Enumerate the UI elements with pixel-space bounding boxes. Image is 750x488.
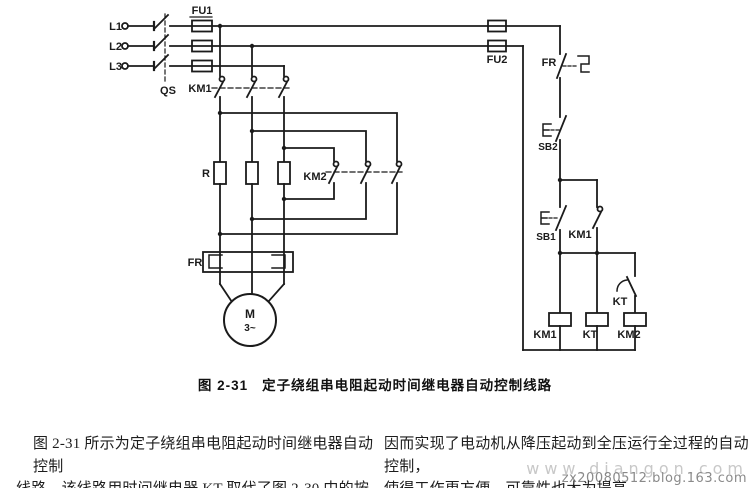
resistor-label: R <box>202 168 210 180</box>
fu1-fuses <box>189 16 213 73</box>
phase-label-l3: L3 <box>109 61 122 73</box>
motor-phase-label: 3~ <box>244 323 256 334</box>
phase-bus-lines <box>169 25 561 351</box>
watermark-site: www.diangon.com <box>526 459 748 478</box>
fr-thermal-heater <box>202 251 294 273</box>
circuit-diagram: L1 L2 L3 QS FU1 FU2 KM1 R KM2 FR M 3~ FR… <box>109 5 647 351</box>
paragraph-line: 图 2-31 所示为定子绕组串电阻起动时间继电器自动控制 <box>33 436 374 475</box>
starting-resistors <box>213 161 291 273</box>
km2-coil-label: KM2 <box>617 329 640 341</box>
kt-coil <box>585 312 609 351</box>
fr-contact-label: FR <box>542 57 557 69</box>
figure-title: 定子绕组串电阻起动时间继电器自动控制线路 <box>262 378 553 393</box>
watermark-blog: zx20080512.blog.163.com <box>561 471 747 486</box>
qs-disconnect-switch <box>152 13 170 83</box>
qs-switch-label: QS <box>160 85 176 97</box>
phase-label-l1: L1 <box>109 21 122 33</box>
km1-coil <box>548 312 572 351</box>
motor <box>218 271 286 347</box>
km1-main-label: KM1 <box>188 83 211 95</box>
sb2-stop-button <box>542 114 568 208</box>
figure-caption: 图 2-31 定子绕组串电阻起动时间继电器自动控制线路 <box>0 374 750 394</box>
km2-coil <box>623 312 647 351</box>
sb1-label: SB1 <box>536 232 556 243</box>
fr-nc-contact <box>555 52 590 118</box>
motor-label: M <box>245 307 255 321</box>
figure-number: 图 2-31 <box>197 378 249 393</box>
junction-dots <box>217 23 600 256</box>
km1-coil-label: KM1 <box>533 329 556 341</box>
phase-label-l2: L2 <box>109 41 122 53</box>
paragraph-line: 因而实现了电动机从降压起动到全压运行全过程的自动控制， <box>384 436 749 475</box>
km1-aux-contact <box>591 205 604 254</box>
paragraph-line: 线路。该线路用时间继电器 KT 取代了图 2-30 中的按钮 SB2， <box>16 478 378 488</box>
fr-heater-label: FR <box>188 257 203 269</box>
kt-contact-label: KT <box>613 296 628 308</box>
km1-main-contacts <box>211 75 293 163</box>
fu1-label: FU1 <box>192 5 213 17</box>
km1-aux-label: KM1 <box>568 229 591 241</box>
km2-main-label: KM2 <box>303 171 326 183</box>
kt-delay-contact <box>616 275 638 314</box>
sb2-label: SB2 <box>538 142 558 153</box>
kt-coil-label: KT <box>583 329 598 341</box>
sb1-start-button <box>540 179 598 254</box>
fu2-fuses <box>487 19 507 53</box>
phase-input-lines <box>121 22 155 70</box>
paragraph-left-column: 图 2-31 所示为定子绕组串电阻起动时间继电器自动控制 线路。该线路用时间继电… <box>16 433 378 488</box>
fu2-label: FU2 <box>487 54 508 66</box>
paragraph-line: 使得工作更方便，可靠性也大为提高。 <box>384 478 750 488</box>
paragraph-right-column: 因而实现了电动机从降压起动到全压运行全过程的自动控制， 使得工作更方便，可靠性也… <box>384 433 750 488</box>
km2-bypass-contacts <box>219 112 403 235</box>
